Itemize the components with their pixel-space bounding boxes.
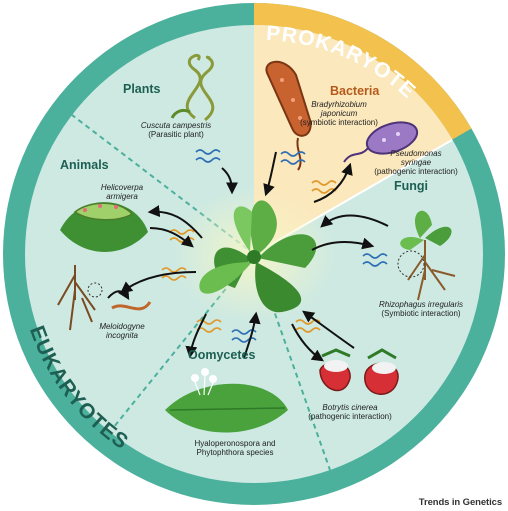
- pseudo-note: (pathogenic interaction): [374, 166, 458, 176]
- rhizo-name: Rhizophagus irregularis: [378, 300, 464, 309]
- botrytis-illustration: [319, 348, 399, 395]
- arrow-plant-to-oomy: [185, 313, 207, 359]
- oomycete-leaf-illustration: [165, 368, 288, 433]
- botry-name: Botrytis cinerea: [322, 403, 378, 412]
- rna-blue-fungi-2: [362, 261, 388, 267]
- cuscuta-label: Cuscuta campestris (Parasitic plant): [128, 121, 224, 140]
- rhizophagus-label: Rhizophagus irregularis (Symbiotic inter…: [366, 300, 476, 319]
- helicoverpa-label: Helicoverpa armigera: [92, 183, 152, 202]
- bradyrhizobium-illustration: [265, 60, 312, 171]
- journal-credit: Trends in Genetics: [418, 497, 502, 508]
- pseudomonas-illustration: [343, 121, 419, 163]
- helicoverpa-illustration: [60, 202, 148, 252]
- meloidogyne-illustration: [57, 265, 152, 331]
- rna-blue-oomycetes-2: [231, 337, 257, 343]
- rna-orange-bacteria: [311, 180, 337, 186]
- rna-blue-bacteria: [280, 151, 306, 157]
- meloidogyne-label: Meloidogyne incognita: [92, 322, 152, 341]
- arrow-oomy-to-plant: [243, 311, 261, 359]
- section-title-oomycetes: Oomycetes: [188, 348, 256, 362]
- pseudo-name-2: syringae: [400, 157, 432, 167]
- interaction-arrows: [107, 151, 389, 362]
- arrow-botry-to-plant: [302, 310, 355, 349]
- rna-orange-animals-3: [161, 267, 187, 273]
- melo-name-1: Meloidogyne: [99, 322, 145, 331]
- helico-name-2: armigera: [106, 191, 138, 201]
- hyalo-line-2: Phytophthora species: [196, 447, 274, 457]
- pseudo-name-1: Pseudomonas: [390, 149, 442, 158]
- arrow-animals-to-plant: [149, 227, 194, 248]
- melo-name-2: incognita: [105, 330, 139, 340]
- rhizophagus-illustration: [397, 210, 456, 301]
- botrytis-label: Botrytis cinerea (pathogenic interaction…: [300, 403, 400, 422]
- arrow-plant-to-pseudo: [313, 162, 353, 203]
- arrow-plant-to-botry: [291, 323, 324, 362]
- section-title-fungi: Fungi: [394, 179, 429, 193]
- cuscuta-illustration: [170, 54, 215, 122]
- section-title-bacteria: Bacteria: [330, 84, 380, 98]
- section-title-plants: Plants: [123, 82, 161, 96]
- rna-orange-oomycetes: [196, 319, 222, 325]
- section-title-animals: Animals: [60, 158, 109, 172]
- rna-orange-fungi-2: [295, 327, 321, 333]
- rna-blue-plants: [195, 149, 221, 155]
- arrow-plant-to-animals-top: [147, 205, 203, 239]
- arrow-cuscuta-to-plant: [221, 167, 238, 195]
- oomycete-species-label: Hyaloperonospora and Phytophthora specie…: [180, 439, 290, 458]
- brady-note: (symbiotic interaction): [300, 117, 378, 127]
- arrow-plant-to-rhizo: [311, 237, 375, 251]
- rhizo-note: (Symbiotic interaction): [381, 308, 461, 318]
- brady-name-2: japonicum: [320, 108, 358, 118]
- hyalo-line-1: Hyaloperonospora and: [194, 439, 276, 448]
- cuscuta-name: Cuscuta campestris: [140, 121, 212, 130]
- bradyrhizobium-label: Bradyrhizobium japonicum (symbiotic inte…: [298, 100, 380, 128]
- rna-orange-oomycetes-2: [196, 327, 222, 333]
- brady-name-1: Bradyrhizobium: [311, 100, 367, 109]
- botry-note: (pathogenic interaction): [308, 411, 392, 421]
- arrow-brady-to-plant: [263, 151, 277, 197]
- pseudomonas-label: Pseudomonas syringae (pathogenic interac…: [370, 149, 462, 177]
- rna-blue-bacteria-2: [280, 159, 306, 165]
- prokaryote-inner-sector: [254, 25, 453, 254]
- rna-blue-fungi: [362, 253, 388, 259]
- rna-blue-plants-2: [195, 157, 221, 163]
- rna-orange-bacteria-2: [311, 188, 337, 194]
- arrow-rhizo-to-plant: [320, 214, 389, 228]
- arrow-meloid-back: [107, 286, 130, 301]
- rna-orange-animals: [169, 229, 195, 235]
- helico-name-1: Helicoverpa: [100, 183, 144, 192]
- central-plant-illustration: [199, 200, 317, 313]
- cuscuta-note: (Parasitic plant): [148, 129, 204, 139]
- rna-orange-animals-4: [161, 275, 187, 281]
